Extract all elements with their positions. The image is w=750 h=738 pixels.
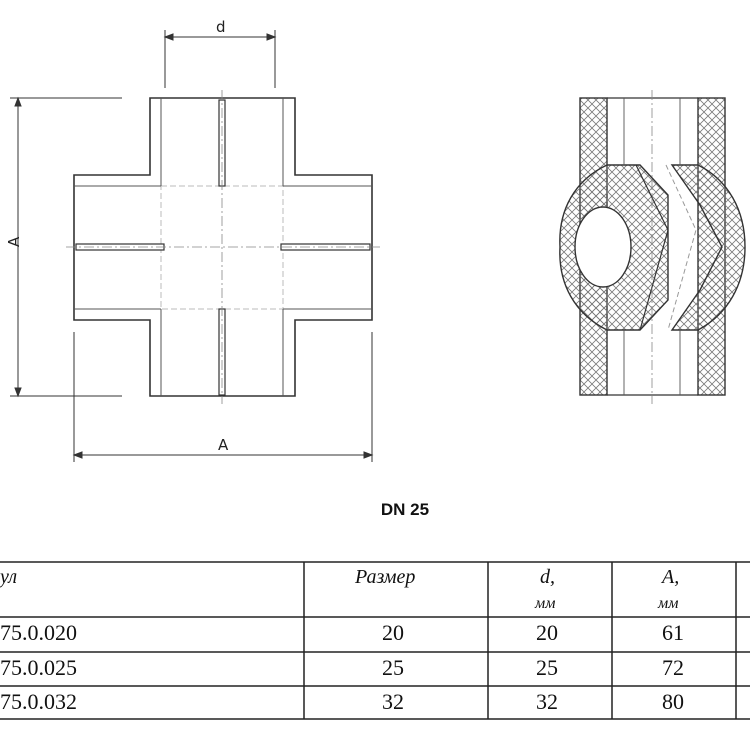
row-3-article: 75.0.032 [0,689,77,714]
row-3-a: 80 [662,689,684,714]
cross-front-view [66,90,380,404]
cross-fitting-drawing: d A A [5,18,746,462]
header-d-unit: мм [535,595,556,612]
header-a: A, [662,566,680,588]
header-d: d, [540,566,555,588]
row-3-size: 32 [382,689,404,714]
header-article: ул [0,566,18,588]
row-1-size: 20 [382,620,404,645]
row-2-a: 72 [662,655,684,680]
row-2-article: 75.0.025 [0,655,77,680]
dimension-a-vertical-label: A [5,236,23,247]
row-1-d: 20 [536,620,558,645]
row-3-d: 32 [536,689,558,714]
dimension-a-horizontal [72,332,374,462]
row-2-size: 25 [382,655,404,680]
dimension-d-label: d [216,18,226,36]
header-size: Размер [355,566,416,588]
header-a-unit: мм [658,595,679,612]
dimension-a-horizontal-label: A [218,436,229,454]
row-2-d: 25 [536,655,558,680]
row-1-article: 75.0.020 [0,620,77,645]
dimension-a-vertical [10,96,122,398]
row-1-a: 61 [662,620,684,645]
specification-table [0,561,750,720]
cross-section-view [559,90,746,404]
dimension-d [163,30,277,88]
size-title: DN 25 [380,500,430,519]
